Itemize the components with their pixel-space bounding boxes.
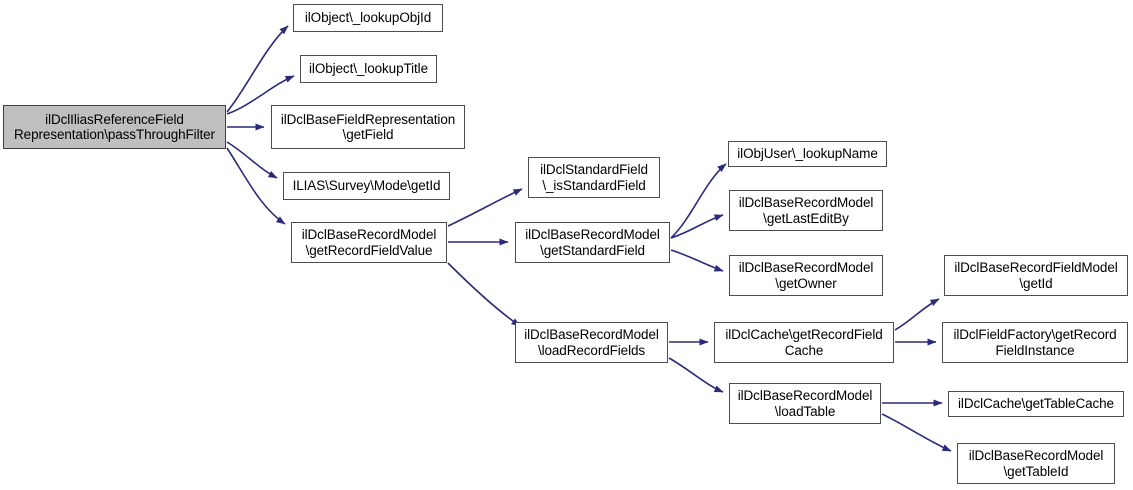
graph-node-label: ilDclBaseRecordModel \getRecordFieldValu…: [301, 227, 437, 258]
graph-node-isStandardField[interactable]: ilDclStandardField \_isStandardField: [528, 157, 660, 198]
graph-edge-getRecordFieldCache-to-recordFieldGetId: [894, 298, 940, 331]
graph-node-loadRecordFields[interactable]: ilDclBaseRecordModel \loadRecordFields: [515, 322, 668, 363]
graph-node-label: ilDclBaseRecordModel \loadTable: [737, 388, 873, 419]
graph-node-lookupObjId[interactable]: ilObject\_lookupObjId: [293, 4, 443, 32]
graph-node-label: ilDclBaseRecordFieldModel \getId: [954, 260, 1118, 291]
graph-node-lookupName[interactable]: ilObjUser\_lookupName: [728, 141, 887, 167]
graph-node-label: ilDclBaseRecordModel \getOwner: [738, 260, 874, 291]
graph-edge-loadTable-to-getTableId: [881, 413, 952, 452]
graph-node-loadTable[interactable]: ilDclBaseRecordModel \loadTable: [729, 383, 881, 424]
graph-edge-getRecordFieldValue-to-loadRecordFields: [447, 262, 521, 327]
graph-node-getStandardField[interactable]: ilDclBaseRecordModel \getStandardField: [515, 222, 670, 263]
graph-node-label: ilDclBaseRecordModel \getLastEditBy: [738, 195, 874, 226]
graph-edge-getStandardField-to-lookupName: [670, 163, 727, 239]
graph-node-label: ilDclIliasReferenceField Representation\…: [14, 111, 215, 143]
graph-node-label: ILIAS\Survey\Mode\getId: [292, 178, 441, 194]
graph-node-getTableId[interactable]: ilDclBaseRecordModel \getTableId: [957, 443, 1115, 484]
graph-node-label: ilDclCache\getRecordField Cache: [725, 327, 883, 358]
graph-edge-root-to-lookupObjId: [226, 25, 289, 113]
graph-node-recordFieldGetId[interactable]: ilDclBaseRecordFieldModel \getId: [944, 255, 1128, 296]
graph-edge-getStandardField-to-getLastEditBy: [670, 214, 724, 239]
graph-node-getLastEditBy[interactable]: ilDclBaseRecordModel \getLastEditBy: [729, 190, 883, 231]
graph-node-getOwner[interactable]: ilDclBaseRecordModel \getOwner: [729, 255, 883, 296]
graph-node-getTableCache[interactable]: ilDclCache\getTableCache: [948, 391, 1124, 417]
graph-node-label: ilObject\_lookupObjId: [304, 10, 432, 26]
graph-node-label: ilDclCache\getTableCache: [958, 396, 1114, 412]
graph-node-getRecordFieldCache[interactable]: ilDclCache\getRecordField Cache: [714, 322, 894, 363]
graph-node-label: ilObjUser\_lookupName: [737, 146, 878, 162]
graph-edge-root-to-getRecordFieldValue: [226, 147, 286, 225]
graph-node-label: ilDclStandardField \_isStandardField: [540, 162, 648, 193]
graph-edge-getRecordFieldValue-to-isStandardField: [447, 188, 523, 227]
graph-node-getField[interactable]: ilDclBaseFieldRepresentation \getField: [271, 105, 465, 149]
graph-edge-getStandardField-to-getOwner: [670, 249, 724, 272]
graph-node-label: ilDclBaseRecordModel \loadRecordFields: [524, 327, 659, 358]
graph-node-root[interactable]: ilDclIliasReferenceField Representation\…: [3, 105, 226, 149]
graph-node-lookupTitle[interactable]: ilObject\_lookupTitle: [300, 55, 437, 83]
graph-node-surveyModeGetId[interactable]: ILIAS\Survey\Mode\getId: [283, 172, 450, 200]
graph-node-getRecordFieldValue[interactable]: ilDclBaseRecordModel \getRecordFieldValu…: [291, 222, 447, 263]
graph-node-label: ilDclBaseRecordModel \getTableId: [968, 448, 1104, 479]
graph-node-label: ilDclBaseRecordModel \getStandardField: [525, 227, 660, 258]
graph-node-getRecordFieldInstance[interactable]: ilDclFieldFactory\getRecord FieldInstanc…: [942, 322, 1128, 363]
graph-node-label: ilDclFieldFactory\getRecord FieldInstanc…: [953, 327, 1117, 358]
graph-node-label: ilDclBaseFieldRepresentation \getField: [280, 111, 456, 143]
graph-edge-loadRecordFields-to-loadTable: [668, 357, 724, 393]
graph-edge-root-to-surveyModeGetId: [226, 141, 278, 179]
graph-node-label: ilObject\_lookupTitle: [309, 61, 428, 77]
